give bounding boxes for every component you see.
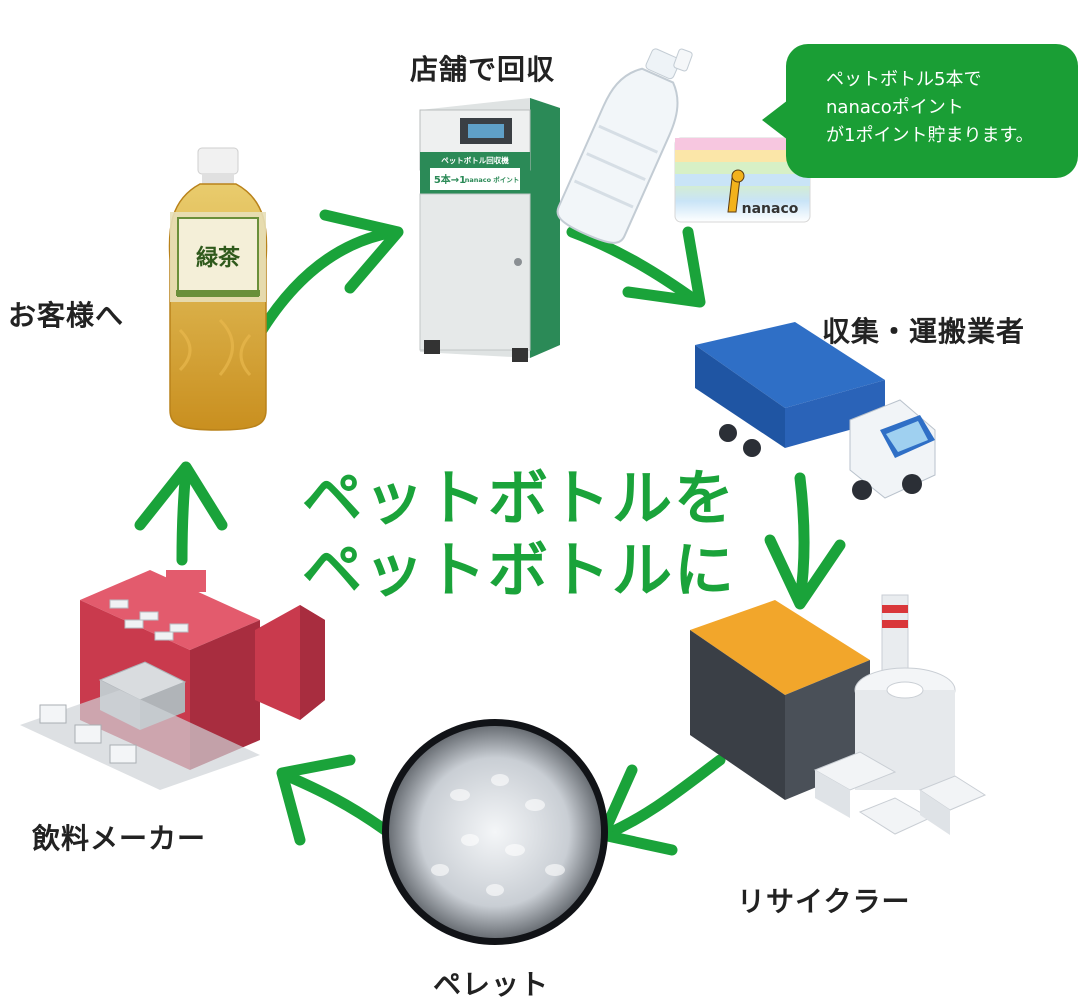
arrow-truck-to-recycler: [794, 472, 810, 606]
bottle-cap-image: [673, 48, 693, 72]
arrowhead-store-to-truck: [622, 226, 706, 308]
center-headline: ペットボトルを ペットボトルに: [302, 463, 736, 607]
stage-label-recycler: リサイクラー: [737, 885, 911, 918]
arrow-pellet-to-maker: [279, 769, 391, 836]
arrowhead-maker-to-customer: [134, 461, 228, 531]
stage-label-pellet: ペレット: [433, 968, 550, 1001]
stage-label-customer: お客様へ: [8, 299, 125, 332]
machine-panel-left: 5本→1: [434, 173, 466, 186]
truck-image: [695, 322, 936, 500]
bubble-line-3: が1ポイント貯まります。: [826, 125, 1034, 146]
collection-machine-image: ペットボトル回収機 5本→1 nanaco ポイント: [419, 98, 560, 362]
beverage-factory-image: [20, 570, 325, 790]
stage-label-store: 店舗で回収: [410, 53, 556, 86]
card-brand: nanaco: [742, 201, 799, 217]
recycler-factory-image: [690, 594, 987, 835]
stage-label-collector: 収集・運搬業者: [822, 315, 1026, 348]
arrowhead-customer-to-store: [319, 209, 404, 294]
machine-panel-right: nanaco ポイント: [465, 175, 520, 184]
cycle-arrows: [134, 209, 846, 856]
speech-bubble-tail: [762, 100, 788, 140]
center-headline-line2: ペットボトルに: [302, 536, 736, 606]
tea-bottle-image: 緑茶: [168, 147, 268, 431]
bubble-line-1: ペットボトル5本で: [826, 69, 982, 90]
empty-pet-bottle-image: [556, 48, 681, 244]
arrowhead-pellet-to-maker: [276, 754, 356, 846]
arrow-customer-to-store: [256, 226, 401, 336]
stage-label-maker: 飲料メーカー: [32, 822, 207, 855]
arrowhead-recycler-to-pellet: [597, 764, 678, 856]
bubble-line-2: nanacoポイント: [826, 97, 964, 118]
pellets-image: [382, 719, 608, 945]
arrow-recycler-to-pellet: [599, 754, 726, 841]
points-speech-bubble: ペットボトル5本で nanacoポイント が1ポイント貯まります。: [786, 44, 1078, 178]
arrow-maker-to-customer: [176, 464, 192, 566]
center-headline-line1: ペットボトルを: [302, 464, 736, 534]
arrow-store-to-truck: [566, 226, 701, 306]
nanaco-card-image: nanaco: [674, 137, 811, 223]
bottle-label: 緑茶: [196, 245, 241, 271]
arrowhead-truck-to-recycler: [764, 534, 846, 610]
machine-sign: ペットボトル回収機: [441, 155, 509, 165]
